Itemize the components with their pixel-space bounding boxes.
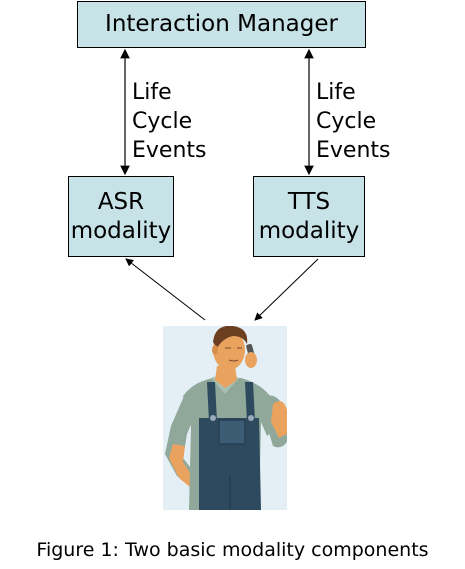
edge-label-line: Events xyxy=(316,138,391,163)
edge-label-line: Events xyxy=(132,138,207,163)
edge-label-line: Life xyxy=(316,80,356,105)
arrow-user-asr xyxy=(125,258,206,321)
edge-label-line: Cycle xyxy=(132,109,193,134)
arrow-tts-user xyxy=(254,258,319,321)
asr-modality-box: ASR modality xyxy=(68,176,174,257)
tts-modality-box: TTS modality xyxy=(253,176,365,257)
tts-label-line1: TTS xyxy=(287,188,331,215)
figure-caption: Figure 1: Two basic modality components xyxy=(36,539,429,561)
asr-label-line1: ASR xyxy=(97,188,145,215)
interaction-manager-label: Interaction Manager xyxy=(105,11,338,37)
edge-label-line: Cycle xyxy=(316,109,377,134)
edge-label-line: Life xyxy=(132,80,172,105)
asr-label-line2: modality xyxy=(70,217,172,244)
tts-label-line2: modality xyxy=(258,217,360,244)
person-on-phone-icon xyxy=(163,326,287,510)
interaction-manager-box: Interaction Manager xyxy=(77,1,366,48)
life-cycle-events-label-left: Life Cycle Events xyxy=(132,78,207,165)
life-cycle-events-label-right: Life Cycle Events xyxy=(316,78,391,165)
